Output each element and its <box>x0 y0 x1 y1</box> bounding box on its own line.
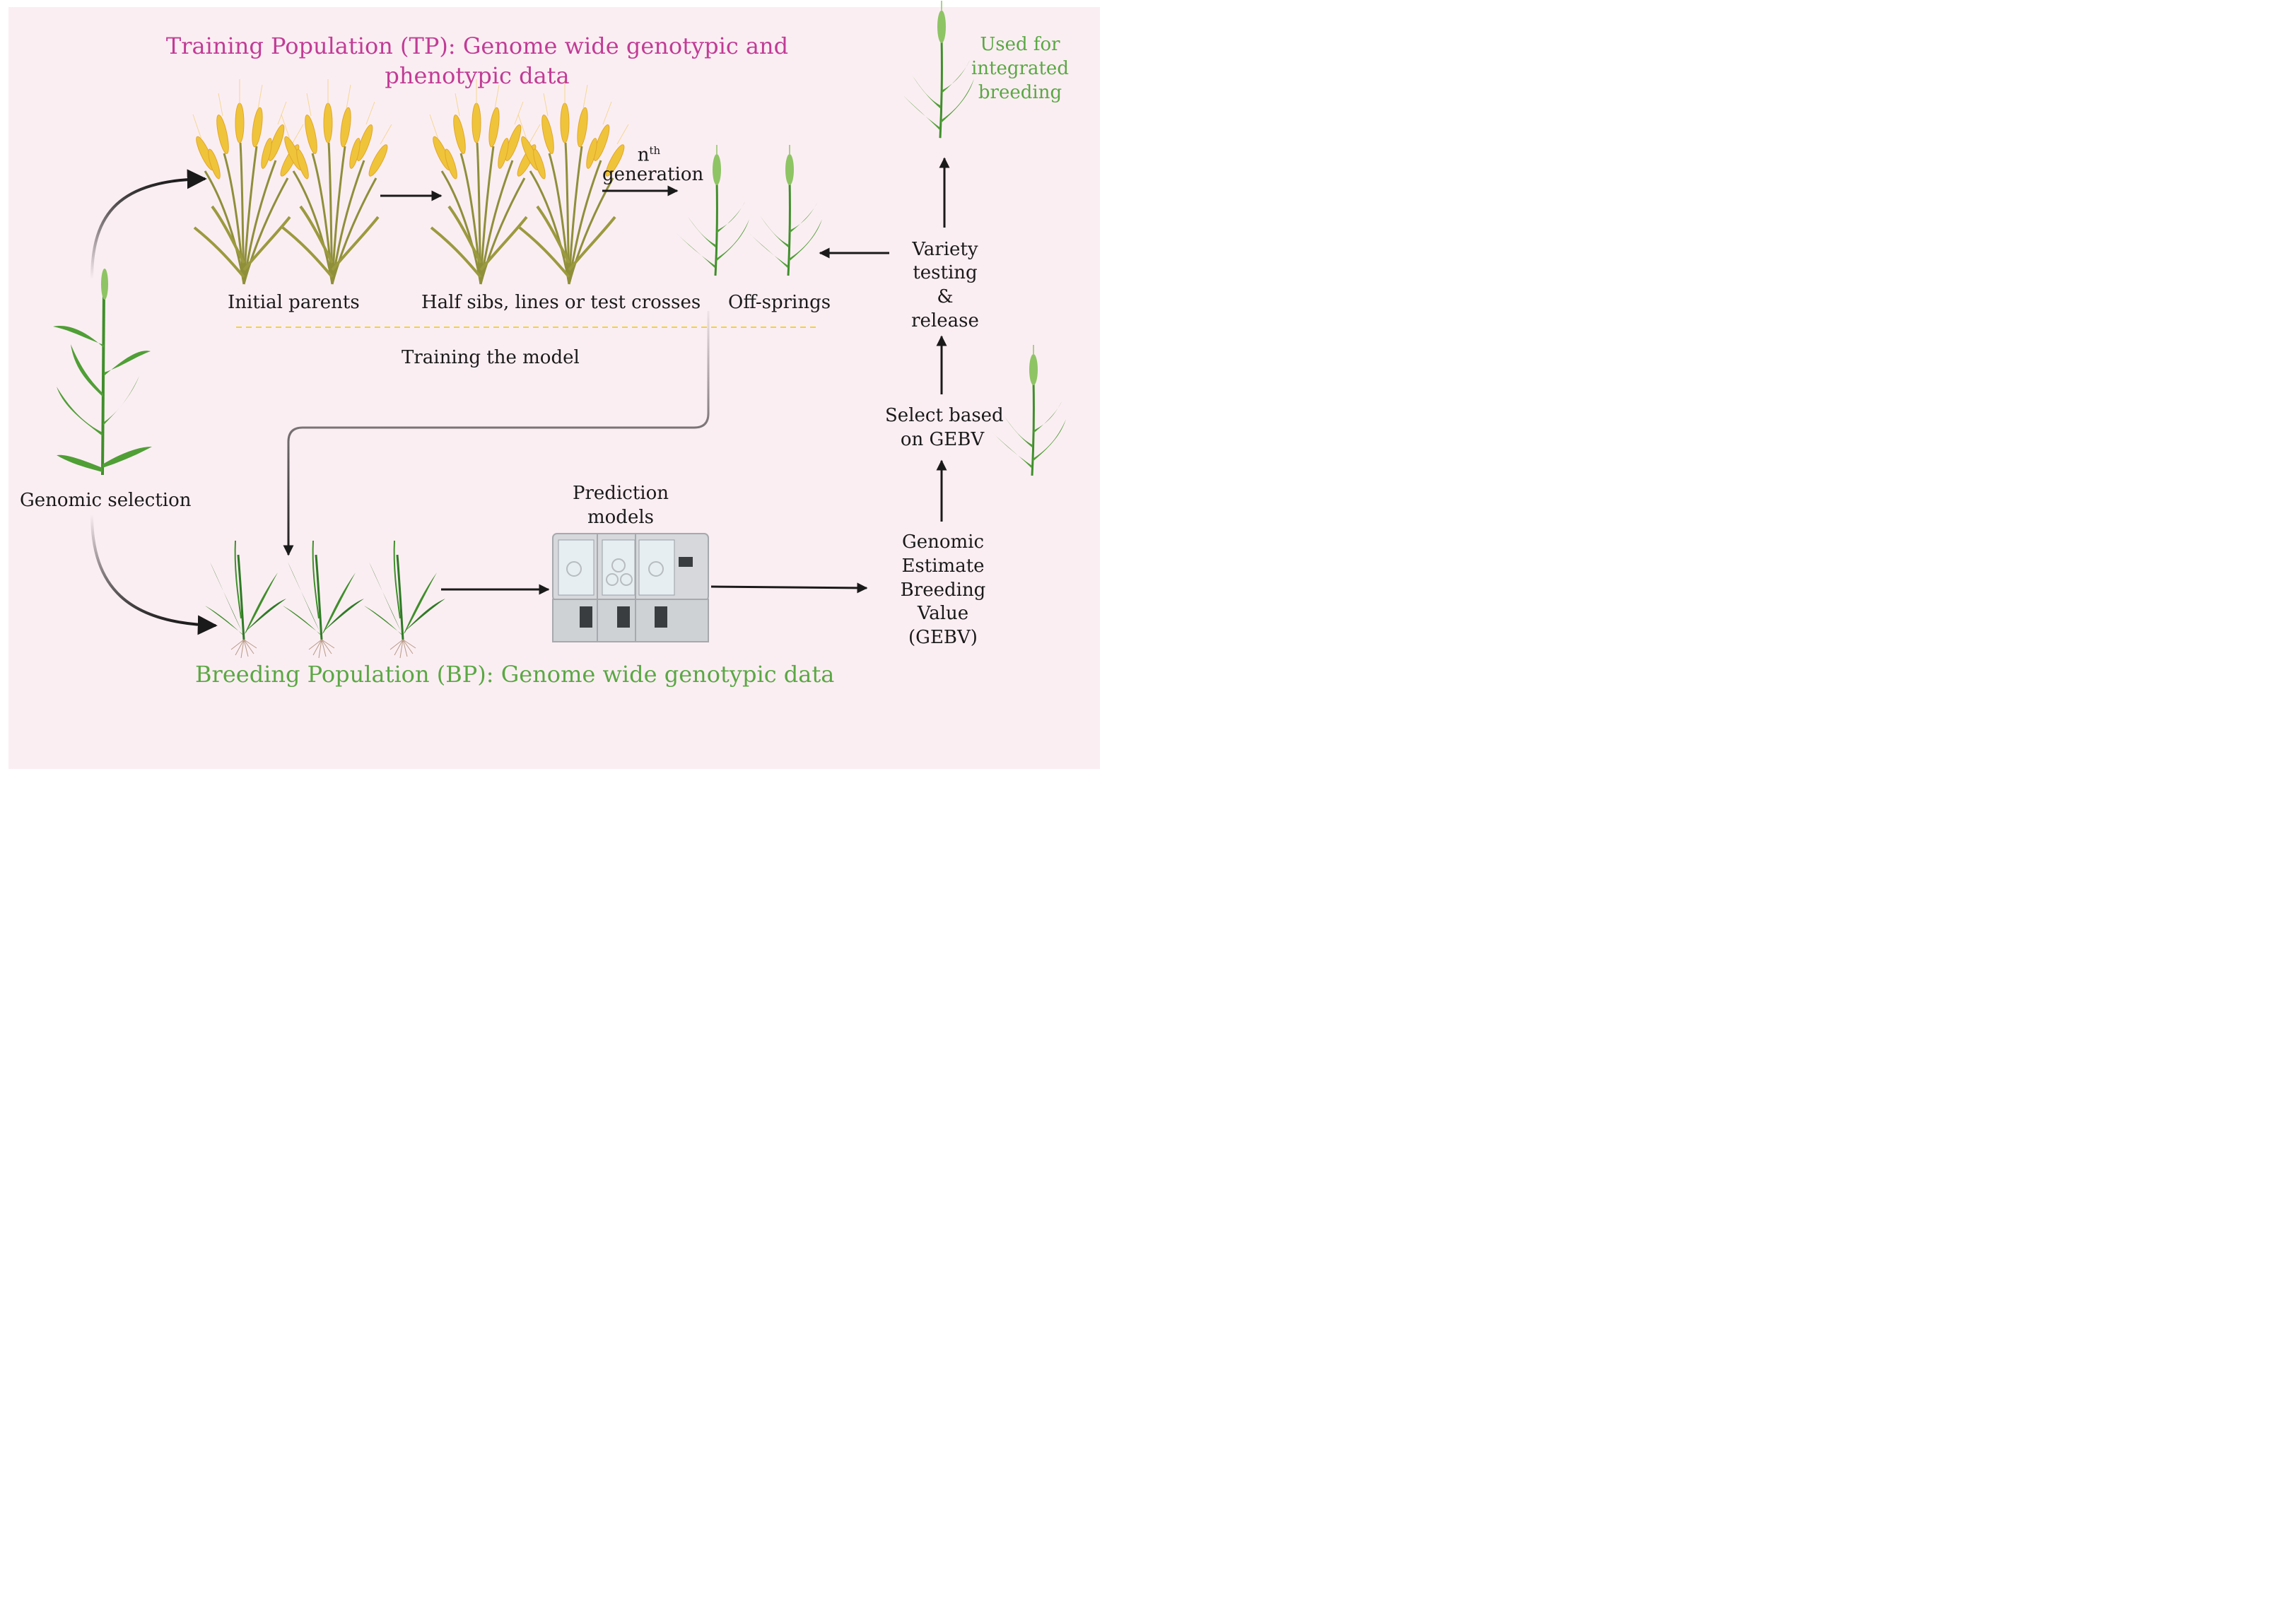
gebv-label-1: Genomic <box>901 531 985 553</box>
half-sibs-label: Half sibs, lines or test crosses <box>421 292 701 313</box>
prediction-models-label-1: Prediction <box>573 483 669 504</box>
genomic-selection-label: Genomic selection <box>20 490 192 511</box>
generation-label: generation <box>602 164 704 185</box>
incubator-icon <box>552 533 709 642</box>
used-for-breeding-label: Used for integrated breeding <box>968 33 1072 105</box>
training-population-title: Training Population (TP): Genome wide ge… <box>165 33 789 89</box>
maize-icon <box>52 267 153 476</box>
gebv-label-5: (GEBV) <box>908 627 978 648</box>
nth-label: nth <box>614 139 684 168</box>
wheat-mature-icon <box>192 78 630 286</box>
variety-label-2: testing <box>913 262 978 283</box>
nth-sup: th <box>649 144 661 157</box>
seedling-icon <box>204 539 447 659</box>
breeding-population-title: Breeding Population (BP): Genome wide ge… <box>195 661 835 688</box>
prediction-models-label-2: models <box>587 507 654 528</box>
variety-label-4: release <box>911 310 979 331</box>
offsprings-label: Off-springs <box>728 292 831 313</box>
diagram-artwork <box>52 0 1067 659</box>
training-model-label: Training the model <box>402 347 580 368</box>
flow-arrows <box>90 157 950 635</box>
nth-n: n <box>637 144 650 166</box>
gebv-label-2: Estimate <box>901 556 985 577</box>
gebv-label-3: Breeding <box>900 580 986 601</box>
select-gebv-label-1: Select based <box>885 405 1004 426</box>
used-line-3: breeding <box>978 82 1062 103</box>
used-line-2: integrated <box>971 58 1069 79</box>
select-gebv-label-2: on GEBV <box>900 429 985 450</box>
used-line-1: Used for <box>980 34 1060 55</box>
variety-label-1: Variety <box>912 239 978 260</box>
variety-label-3: & <box>937 286 954 307</box>
initial-parents-label: Initial parents <box>228 292 360 313</box>
gebv-label-4: Value <box>917 603 969 624</box>
